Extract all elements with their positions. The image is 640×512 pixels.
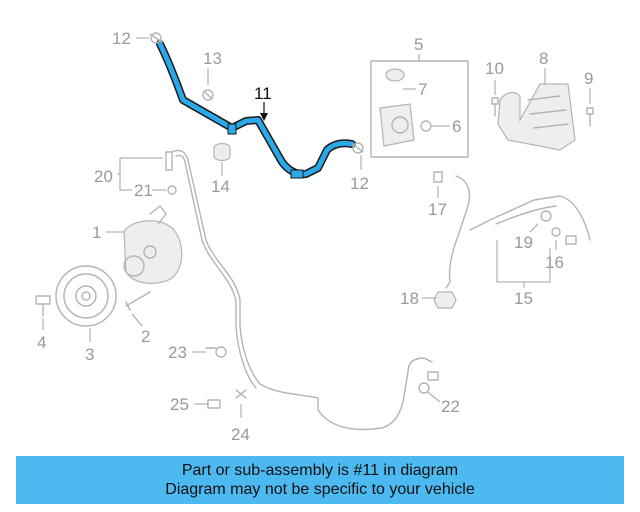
- callout-20: 20: [94, 167, 113, 186]
- callout-2: 2: [141, 327, 150, 346]
- callout-22: 22: [441, 397, 460, 416]
- part-4-bolt: [35, 295, 51, 317]
- callout-10: 10: [485, 59, 504, 78]
- callout-11: 11: [254, 84, 272, 103]
- part-17-clip: [433, 171, 443, 183]
- callout-13: 13: [203, 49, 222, 68]
- part-18-nut: [433, 291, 457, 309]
- callout-22-leader: [427, 391, 441, 403]
- part-15-cooler-line: [445, 175, 591, 289]
- part-23-fitting: [205, 346, 227, 358]
- part-14-grommet: [213, 142, 231, 162]
- callout-21: 21: [134, 181, 153, 200]
- part-9-bolt: [586, 107, 594, 127]
- callout-18: 18: [400, 289, 419, 308]
- callout-14: 14: [211, 177, 230, 196]
- part-22-washer: [418, 371, 439, 394]
- part-24-clip: [235, 389, 247, 399]
- info-banner: Part or sub-assembly is #11 in diagram D…: [16, 456, 624, 504]
- part-11-pressure-hose[interactable]: [156, 40, 356, 179]
- banner-line-1: Part or sub-assembly is #11 in diagram: [181, 462, 459, 479]
- callout-12-right: 12: [350, 174, 369, 193]
- part-5-reservoir: [379, 68, 415, 147]
- callout-25: 25: [170, 395, 189, 414]
- callout-11-arrowhead: [260, 113, 268, 121]
- callout-15: 15: [514, 289, 533, 308]
- callout-19-leader: [529, 223, 539, 233]
- part-16-bolt: [551, 227, 577, 245]
- callout-4: 4: [37, 333, 46, 352]
- part-19-clamp: [540, 210, 552, 222]
- part-13-clip: [202, 89, 214, 101]
- part-return-line-parallel: [175, 154, 257, 389]
- callout-17: 17: [428, 200, 447, 219]
- callout-2-leader: [131, 313, 143, 327]
- callout-6: 6: [452, 117, 461, 136]
- part-return-line: [171, 149, 433, 431]
- part-3-pulley: [55, 265, 117, 327]
- callout-24: 24: [231, 425, 250, 444]
- callout-20-bracket: [117, 157, 132, 191]
- banner-line-2: Diagram may not be specific to your vehi…: [165, 481, 475, 498]
- callout-5: 5: [414, 35, 423, 54]
- part-20-fitting: [165, 151, 177, 195]
- part-11-fitting: [227, 123, 237, 135]
- part-1-pump: [123, 205, 183, 284]
- part-10-bolt: [491, 97, 499, 117]
- callout-16: 16: [545, 253, 564, 272]
- callout-3: 3: [85, 345, 94, 364]
- part-11-hose-body: [157, 41, 355, 177]
- callout-1: 1: [92, 223, 101, 242]
- part-12-clamp-right: [352, 142, 364, 154]
- callout-12-upper: 12: [112, 29, 131, 48]
- callout-23: 23: [168, 343, 187, 362]
- part-6-cap: [420, 120, 432, 132]
- part-11-end-sleeve: [290, 169, 304, 179]
- part-2-bolt: [125, 291, 151, 311]
- part-25-bolt: [207, 399, 221, 409]
- callout-8: 8: [539, 49, 548, 68]
- callout-9: 9: [584, 69, 593, 88]
- callout-19: 19: [514, 233, 533, 252]
- callout-7: 7: [418, 80, 427, 99]
- part-12-clamp-upper: [149, 32, 163, 44]
- part-8-bracket: [497, 83, 576, 151]
